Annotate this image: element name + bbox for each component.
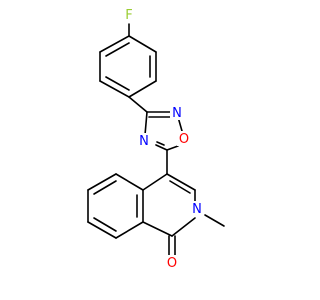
double-bond (105, 42, 130, 57)
fluorine-atom-label: F (125, 8, 132, 23)
bond (115, 173, 144, 191)
bond (99, 80, 130, 98)
oxadiazole-oxygen-label: O (179, 132, 189, 147)
double-bond (93, 180, 117, 195)
double-bond (105, 76, 130, 91)
bond-aryl-link (128, 96, 148, 113)
double-bond (156, 141, 165, 146)
bond (142, 173, 168, 191)
label-background (177, 131, 191, 146)
label-background (137, 133, 151, 148)
label-background (123, 7, 135, 22)
isoquinoline-nitrogen-label: N (192, 202, 202, 217)
bond (155, 144, 168, 151)
bond (115, 221, 144, 239)
label-background (170, 105, 184, 120)
bond (128, 35, 157, 53)
double-bond (169, 180, 191, 194)
fluorophenyl-ring (99, 23, 157, 98)
bond (166, 173, 196, 191)
carbonyl-oxygen-label: O (167, 256, 177, 271)
bond (128, 80, 157, 98)
bond (144, 111, 148, 136)
bond-n-methyl (204, 214, 225, 227)
double-bond (93, 217, 117, 232)
bond (87, 221, 117, 239)
atom-labels: F N O N N O (123, 7, 204, 271)
oxadiazole-nitrogen-label: N (172, 106, 182, 121)
isoquinolinone-core (87, 173, 225, 256)
oxadiazole-nitrogen-label: N (139, 134, 149, 149)
molecule-structure: F N O N N O (87, 7, 225, 271)
bond (87, 173, 117, 191)
label-background (165, 255, 179, 270)
bond (166, 145, 179, 151)
bond (99, 35, 130, 53)
label-background (190, 201, 204, 216)
bond (171, 217, 196, 237)
bond (142, 221, 173, 237)
